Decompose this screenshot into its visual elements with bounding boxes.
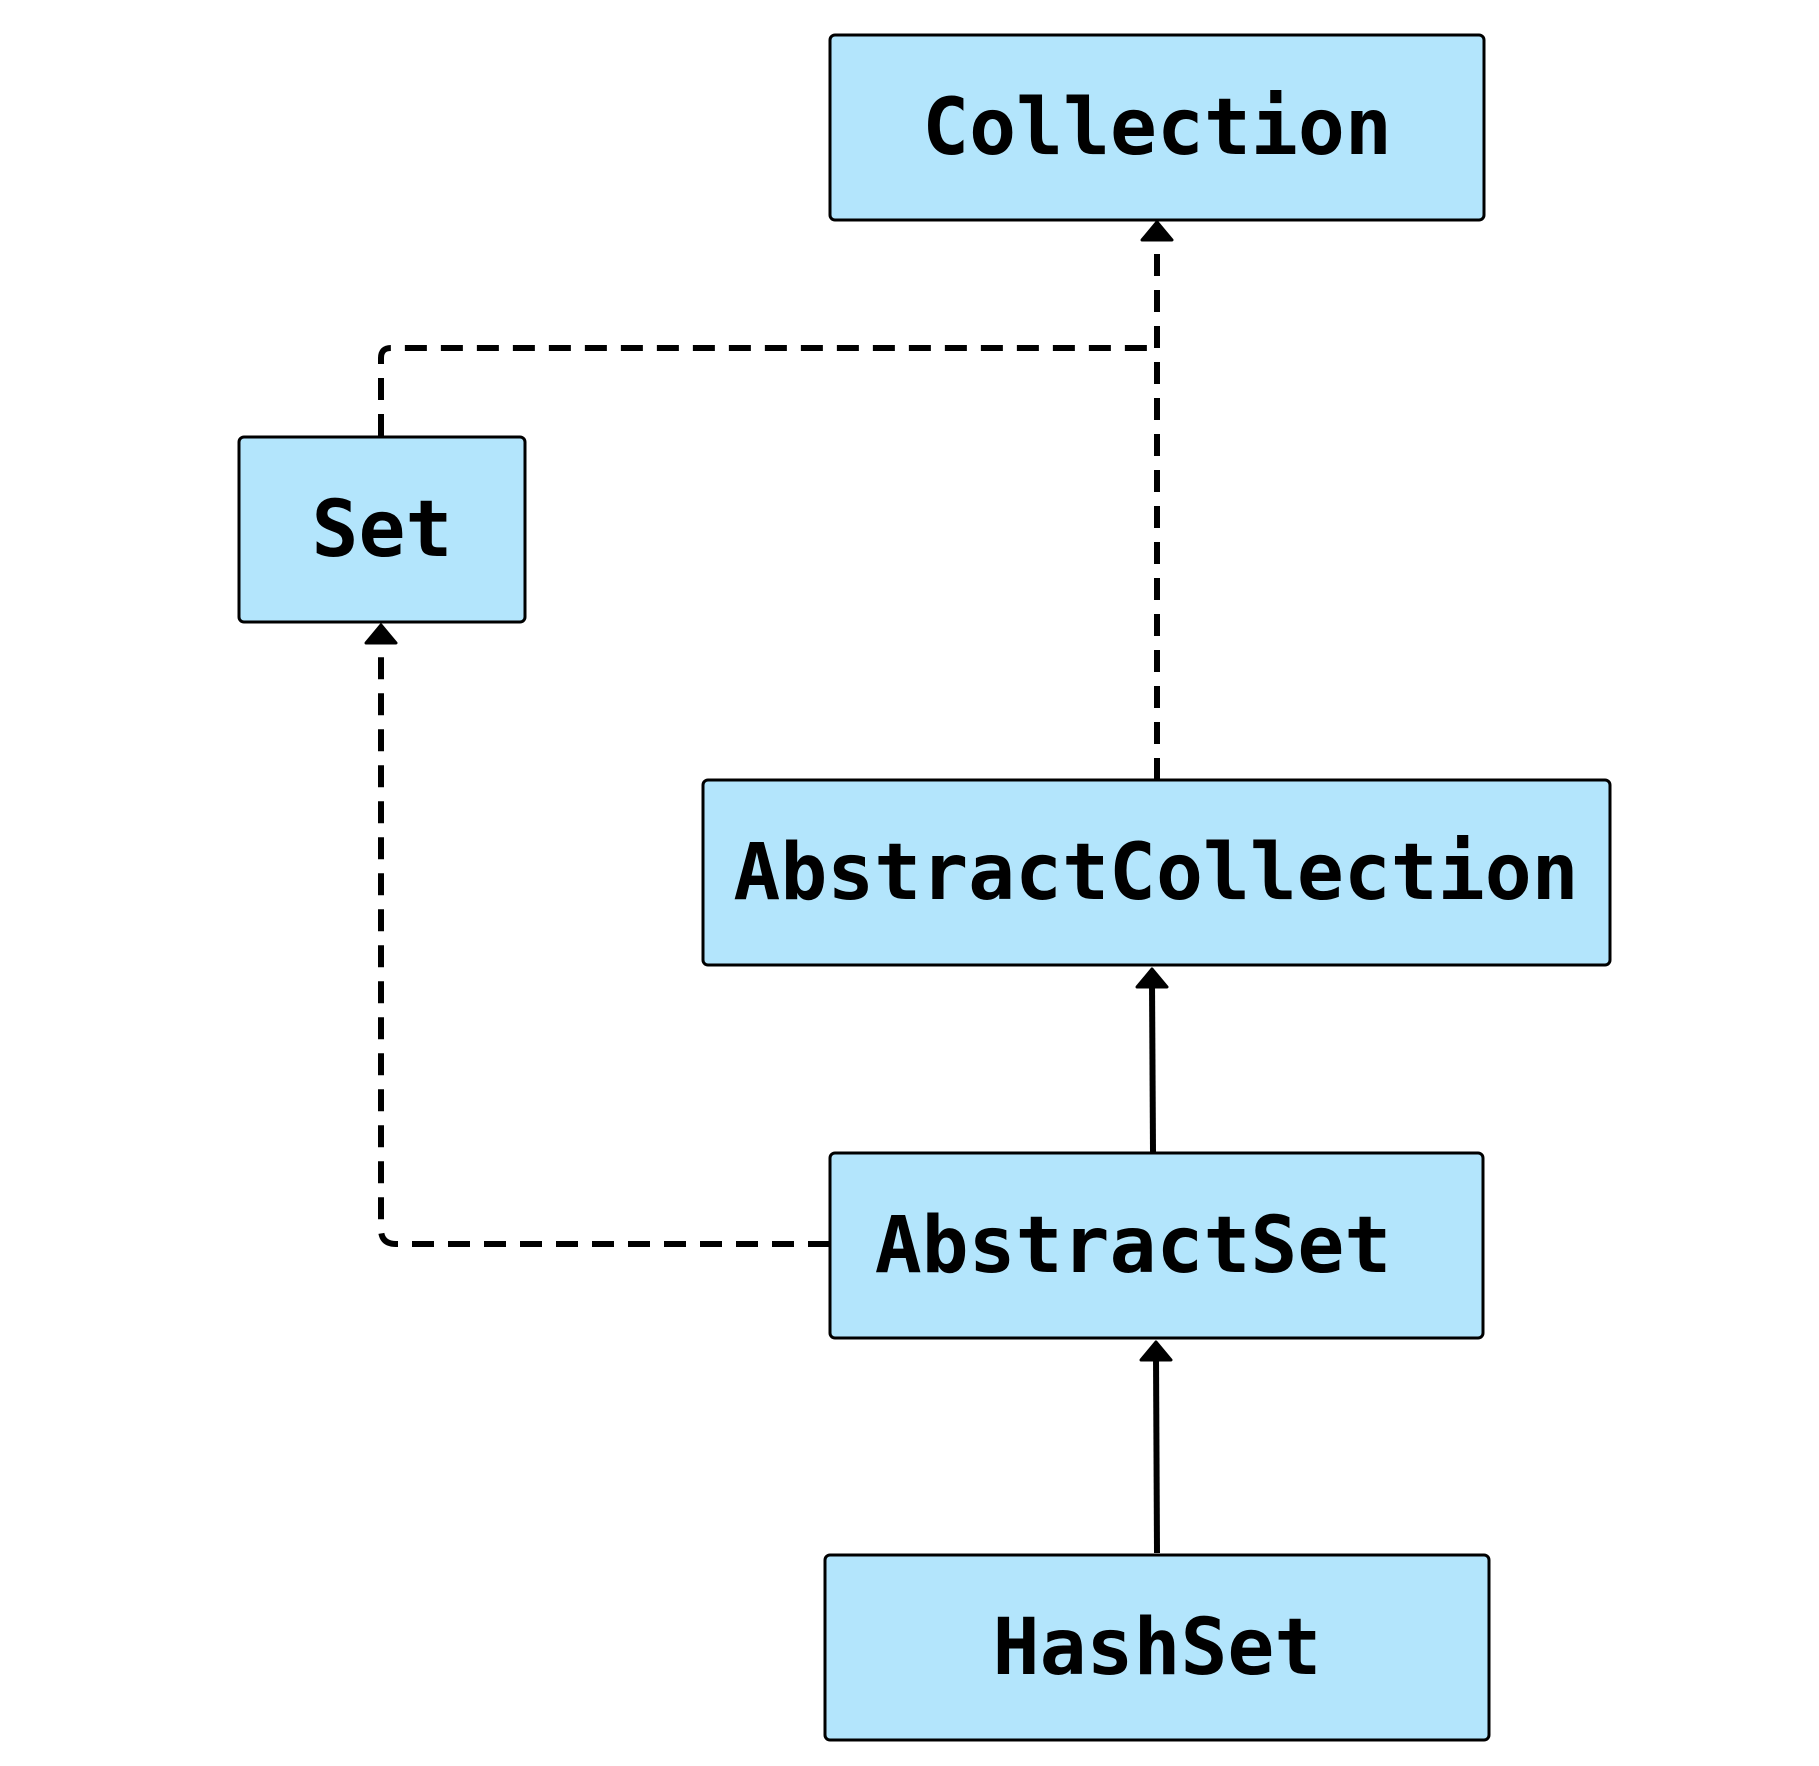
node-abstract-collection: AbstractCollection [701, 778, 1612, 967]
arrowhead-abstractcollection [1135, 967, 1169, 989]
edge-abstractset-to-abstractcollection [1149, 981, 1156, 1153]
edge-set-to-collection [378, 345, 1160, 436]
arrowhead-abstractset [1139, 1340, 1173, 1362]
node-abstract-set: AbstractSet [828, 1151, 1485, 1340]
arrowhead-set [364, 623, 398, 645]
node-collection: Collection [828, 33, 1486, 222]
node-label-set: Set [312, 485, 453, 575]
arrowhead-collection [1140, 220, 1174, 242]
node-label-collection: Collection [922, 83, 1392, 173]
node-label-abstract-set: AbstractSet [875, 1201, 1392, 1291]
node-label-hash-set: HashSet [993, 1603, 1322, 1693]
edge-hashset-to-abstractset [1153, 1354, 1160, 1554]
node-hash-set: HashSet [823, 1553, 1491, 1742]
node-set: Set [237, 435, 527, 624]
node-label-abstract-collection: AbstractCollection [733, 828, 1578, 918]
edge-abstractset-to-set [378, 638, 830, 1247]
